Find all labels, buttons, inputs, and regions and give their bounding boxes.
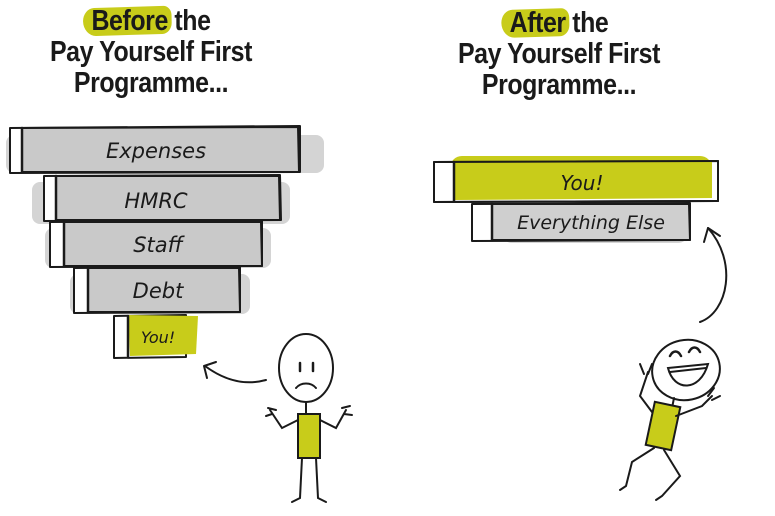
happy-figure-shirt [644, 400, 682, 452]
before-box-hmrc: HMRC [43, 174, 282, 222]
after-box-you: You! [433, 160, 719, 203]
before-title-rest: the [167, 5, 211, 37]
after-title: After the Pay Yourself First Programme..… [446, 8, 671, 101]
after-title-highlight: After [509, 7, 566, 39]
before-stack: Expenses HMRC Staff Debt You! [6, 125, 324, 359]
before-box-expenses: Expenses [9, 125, 301, 174]
after-box-else: Everything Else [471, 202, 691, 242]
sad-figure-head [278, 333, 334, 403]
happy-figure-head [651, 338, 721, 402]
before-box-debt: Debt [73, 266, 241, 314]
before-label-debt: Debt [133, 279, 184, 303]
sad-figure-shirt [297, 413, 321, 459]
before-title-line2: Pay Yourself First [49, 36, 253, 68]
after-title-line3: Programme... [481, 69, 637, 101]
after-title-rest: the [565, 7, 609, 39]
before-arrow [203, 361, 267, 384]
before-label-staff: Staff [133, 233, 185, 257]
before-title-line3: Programme... [73, 67, 229, 99]
before-label-you: You! [141, 328, 175, 347]
before-box-you: You! [113, 314, 198, 359]
before-title-highlight: Before [91, 5, 168, 37]
after-label-you: You! [561, 171, 604, 195]
after-arrow [699, 227, 728, 323]
sad-stick-figure [265, 333, 353, 503]
before-label-hmrc: HMRC [124, 189, 188, 213]
happy-stick-figure [619, 338, 721, 501]
before-box-staff: Staff [49, 220, 263, 268]
after-stack: You! Everything Else [433, 156, 719, 243]
before-title: Before the Pay Yourself First Programme.… [38, 6, 263, 99]
after-label-else: Everything Else [517, 212, 665, 234]
before-label-expenses: Expenses [106, 139, 206, 163]
after-title-line2: Pay Yourself First [457, 38, 661, 70]
